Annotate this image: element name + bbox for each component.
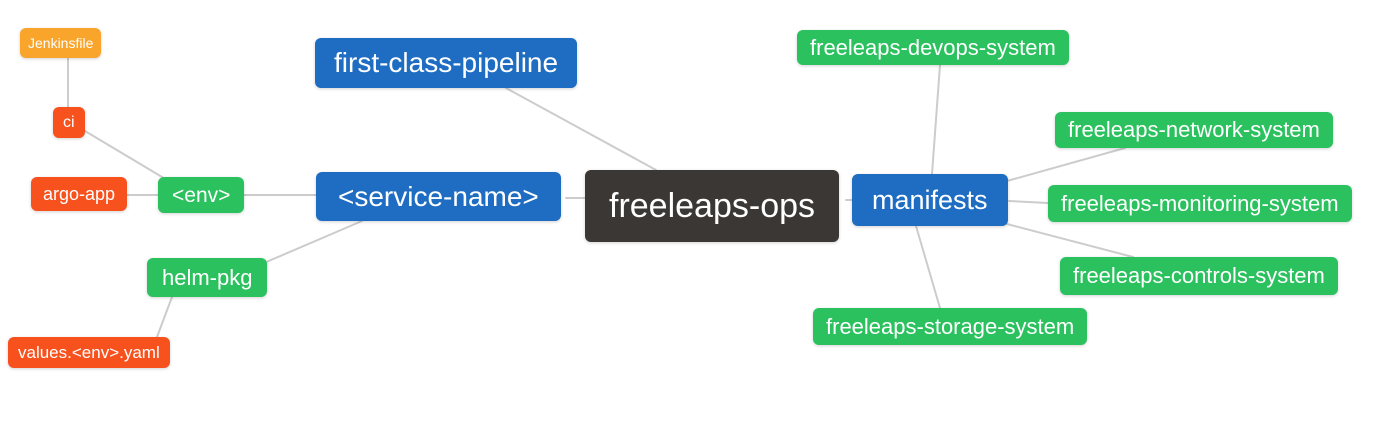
node-helm-pkg[interactable]: helm-pkg [147,258,268,297]
edge-manifests-network [1006,147,1126,182]
node-jenkinsfile[interactable]: Jenkinsfile [20,28,102,58]
node-freeleaps-storage-system[interactable]: freeleaps-storage-system [813,308,1088,345]
node-service-name[interactable]: <service-name> [316,172,561,221]
node-argo-app[interactable]: argo-app [31,177,128,211]
node-freeleaps-devops-system[interactable]: freeleaps-devops-system [797,30,1069,65]
node-first-class-pipeline[interactable]: first-class-pipeline [315,38,578,88]
node-freeleaps-controls-system[interactable]: freeleaps-controls-system [1060,257,1338,295]
edge-manifests-devops [931,64,941,175]
edge-helmpkg-valuesyaml [156,296,173,338]
node-freeleaps-network-system[interactable]: freeleaps-network-system [1055,112,1333,148]
edge-manifests-controls [1006,223,1134,258]
edge-servicename-helmpkg [263,220,363,264]
edge-manifests-storage [915,225,941,309]
node-freeleaps-monitoring-system[interactable]: freeleaps-monitoring-system [1048,185,1352,222]
node-manifests[interactable]: manifests [852,174,1008,226]
edge-ci-env [84,130,168,181]
node-env[interactable]: <env> [158,177,245,213]
edge-pipeline-freeleapsops [505,87,657,171]
node-freeleaps-ops[interactable]: freeleaps-ops [585,170,840,242]
node-ci[interactable]: ci [53,107,85,138]
node-values-env-yaml[interactable]: values.<env>.yaml [8,337,170,368]
edge-manifests-monitoring [1008,200,1049,204]
